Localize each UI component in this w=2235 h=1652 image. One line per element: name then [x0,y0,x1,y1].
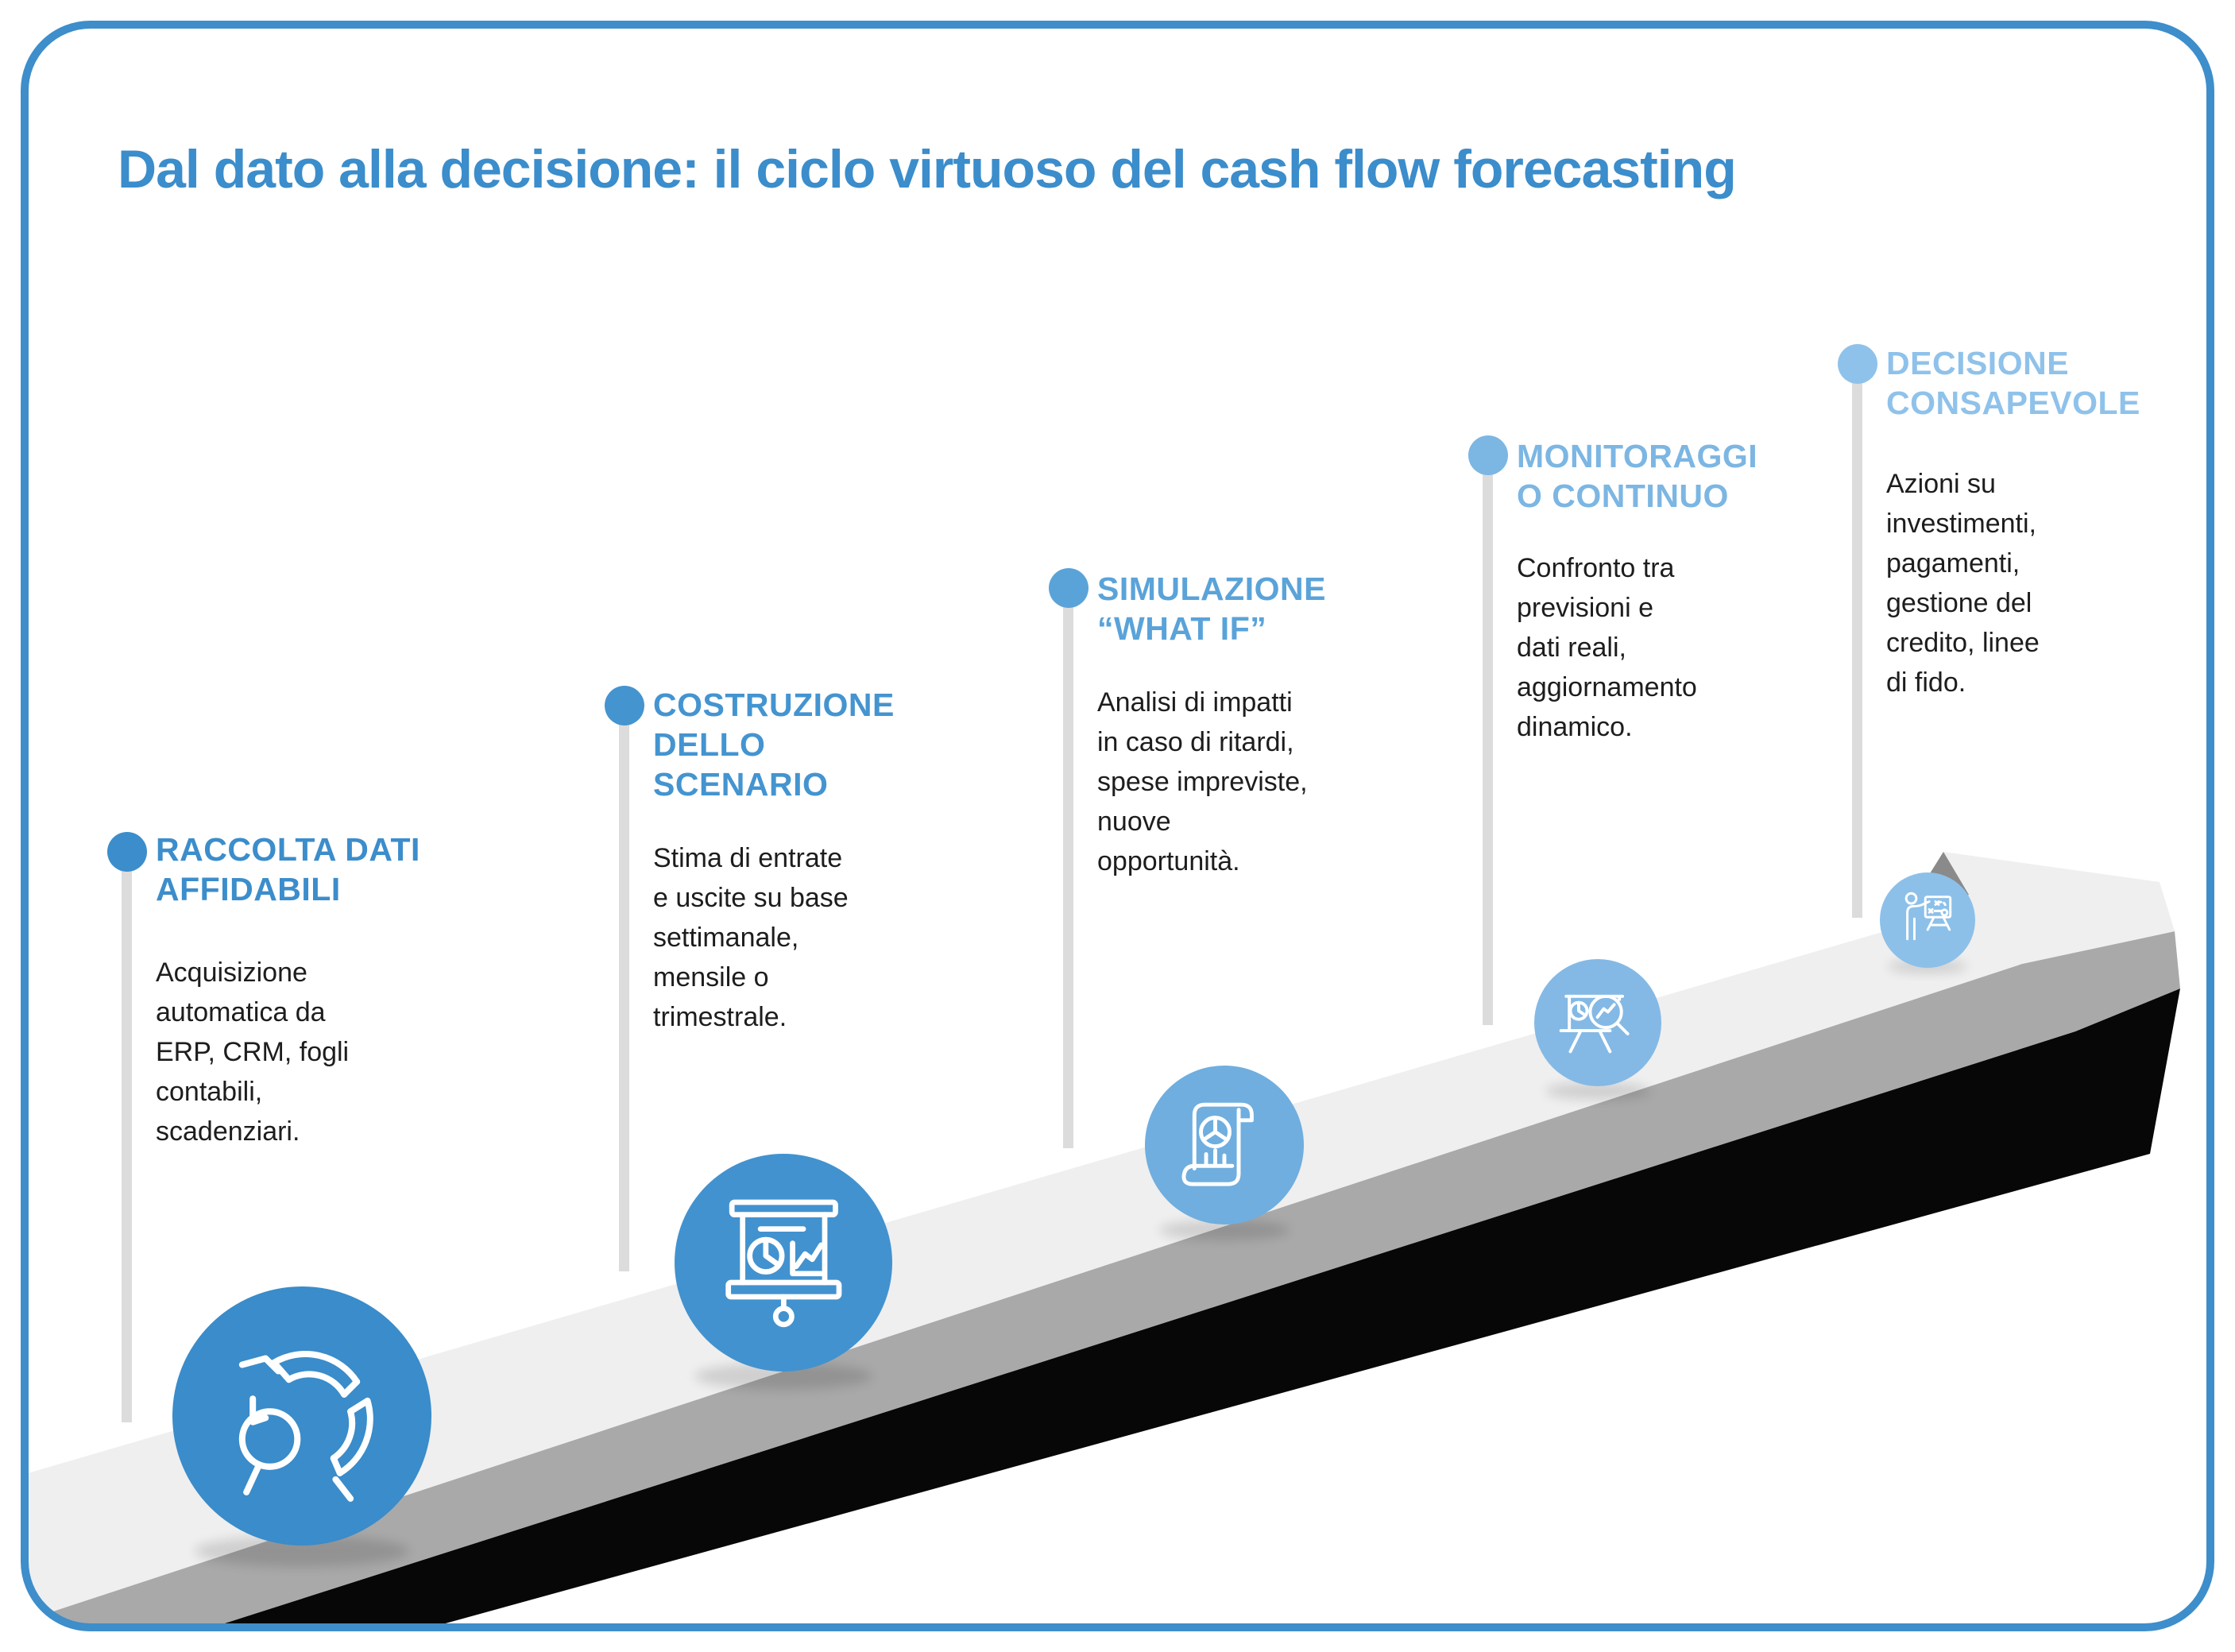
continuous-monitoring-circle [1534,959,1661,1086]
strategy-presenter-icon [1904,892,1952,941]
icon-shadow [694,1363,872,1390]
step-heading: COSTRUZIONE DELLO SCENARIO [653,687,895,803]
step-heading: DECISIONE CONSAPEVOLE [1886,345,2140,421]
step-marker-dot [107,832,147,872]
step-connector-line [1063,588,1073,1148]
ramp-side-face [24,931,2180,1631]
presentation-screen-charts-icon [725,1199,842,1327]
step-marker-dot [605,686,644,725]
step-connector-line [1483,455,1493,1025]
monitoring-board-magnifier-icon [1560,995,1630,1054]
step-connector-line [619,706,629,1271]
step-connector-line [122,852,132,1422]
step-description: Stima di entrate e uscite su base settim… [653,843,849,1032]
step-description: Confronto tra previsioni e dati reali, a… [1517,553,1697,742]
decision-making-circle [1880,872,1975,968]
step-marker-dot [1838,344,1877,384]
page-title: Dal dato alla decisione: il ciclo virtuo… [118,138,1737,199]
icon-shadow [1545,1082,1650,1100]
step-description: Acquisizione automatica da ERP, CRM, fog… [156,958,350,1147]
step-marker-dot [1468,435,1508,475]
data-collection-circle [172,1286,431,1546]
rounded-panel: Dal dato alla decisione: il ciclo virtuo… [21,21,2214,1631]
scenario-building-circle [675,1154,892,1372]
step-connector-line [1852,364,1862,918]
step-heading: MONITORAGGI O CONTINUO [1517,438,1758,514]
step-heading: RACCOLTA DATI AFFIDABILI [156,831,420,907]
icon-shadow [195,1535,409,1567]
step-marker-dot [1049,568,1088,608]
step-description: Azioni su investimenti, pagamenti, gesti… [1886,469,2040,698]
icon-shadow [1159,1220,1290,1240]
pie-segments-magnifier-icon [239,1351,374,1503]
report-scroll-pie-icon [1181,1102,1254,1186]
step-heading: SIMULAZIONE “WHAT IF” [1097,571,1326,647]
what-if-simulation-circle [1145,1066,1304,1224]
step-description: Analisi di impatti in caso di ritardi, s… [1097,687,1308,876]
